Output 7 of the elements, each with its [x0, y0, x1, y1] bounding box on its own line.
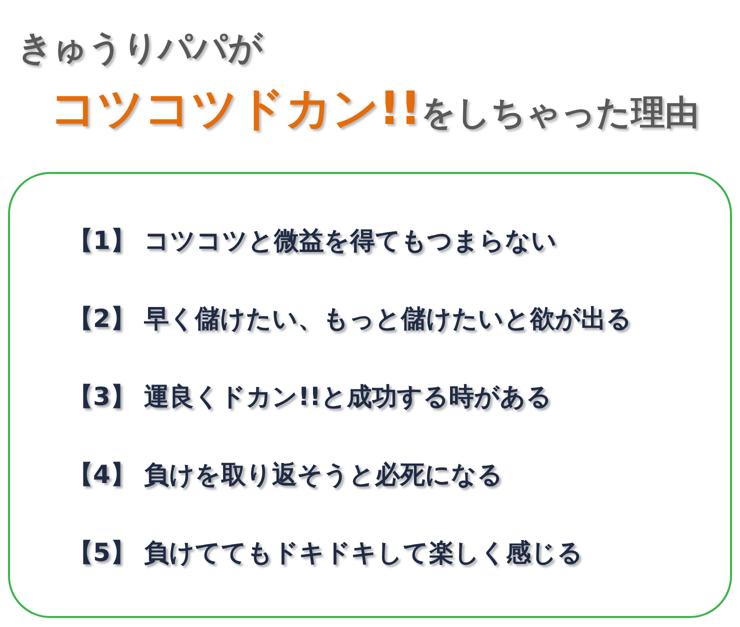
- list-item: 【2】 早く儲けたい、もっと儲けたいと欲が出る: [68, 303, 632, 335]
- rounded-panel: [8, 172, 732, 618]
- list-item: 【5】 負けててもドキドキして楽しく感じる: [68, 537, 584, 569]
- title: きゅうりパパがコツコツドカン!!をしちゃった理由: [18, 27, 700, 137]
- list-item: 【3】 運良くドカン!!と成功する時がある: [68, 381, 552, 413]
- list-item: 【1】 コツコツと微益を得てもつまらない: [68, 225, 558, 257]
- list-item: 【4】 負けを取り返そうと必死になる: [68, 459, 504, 491]
